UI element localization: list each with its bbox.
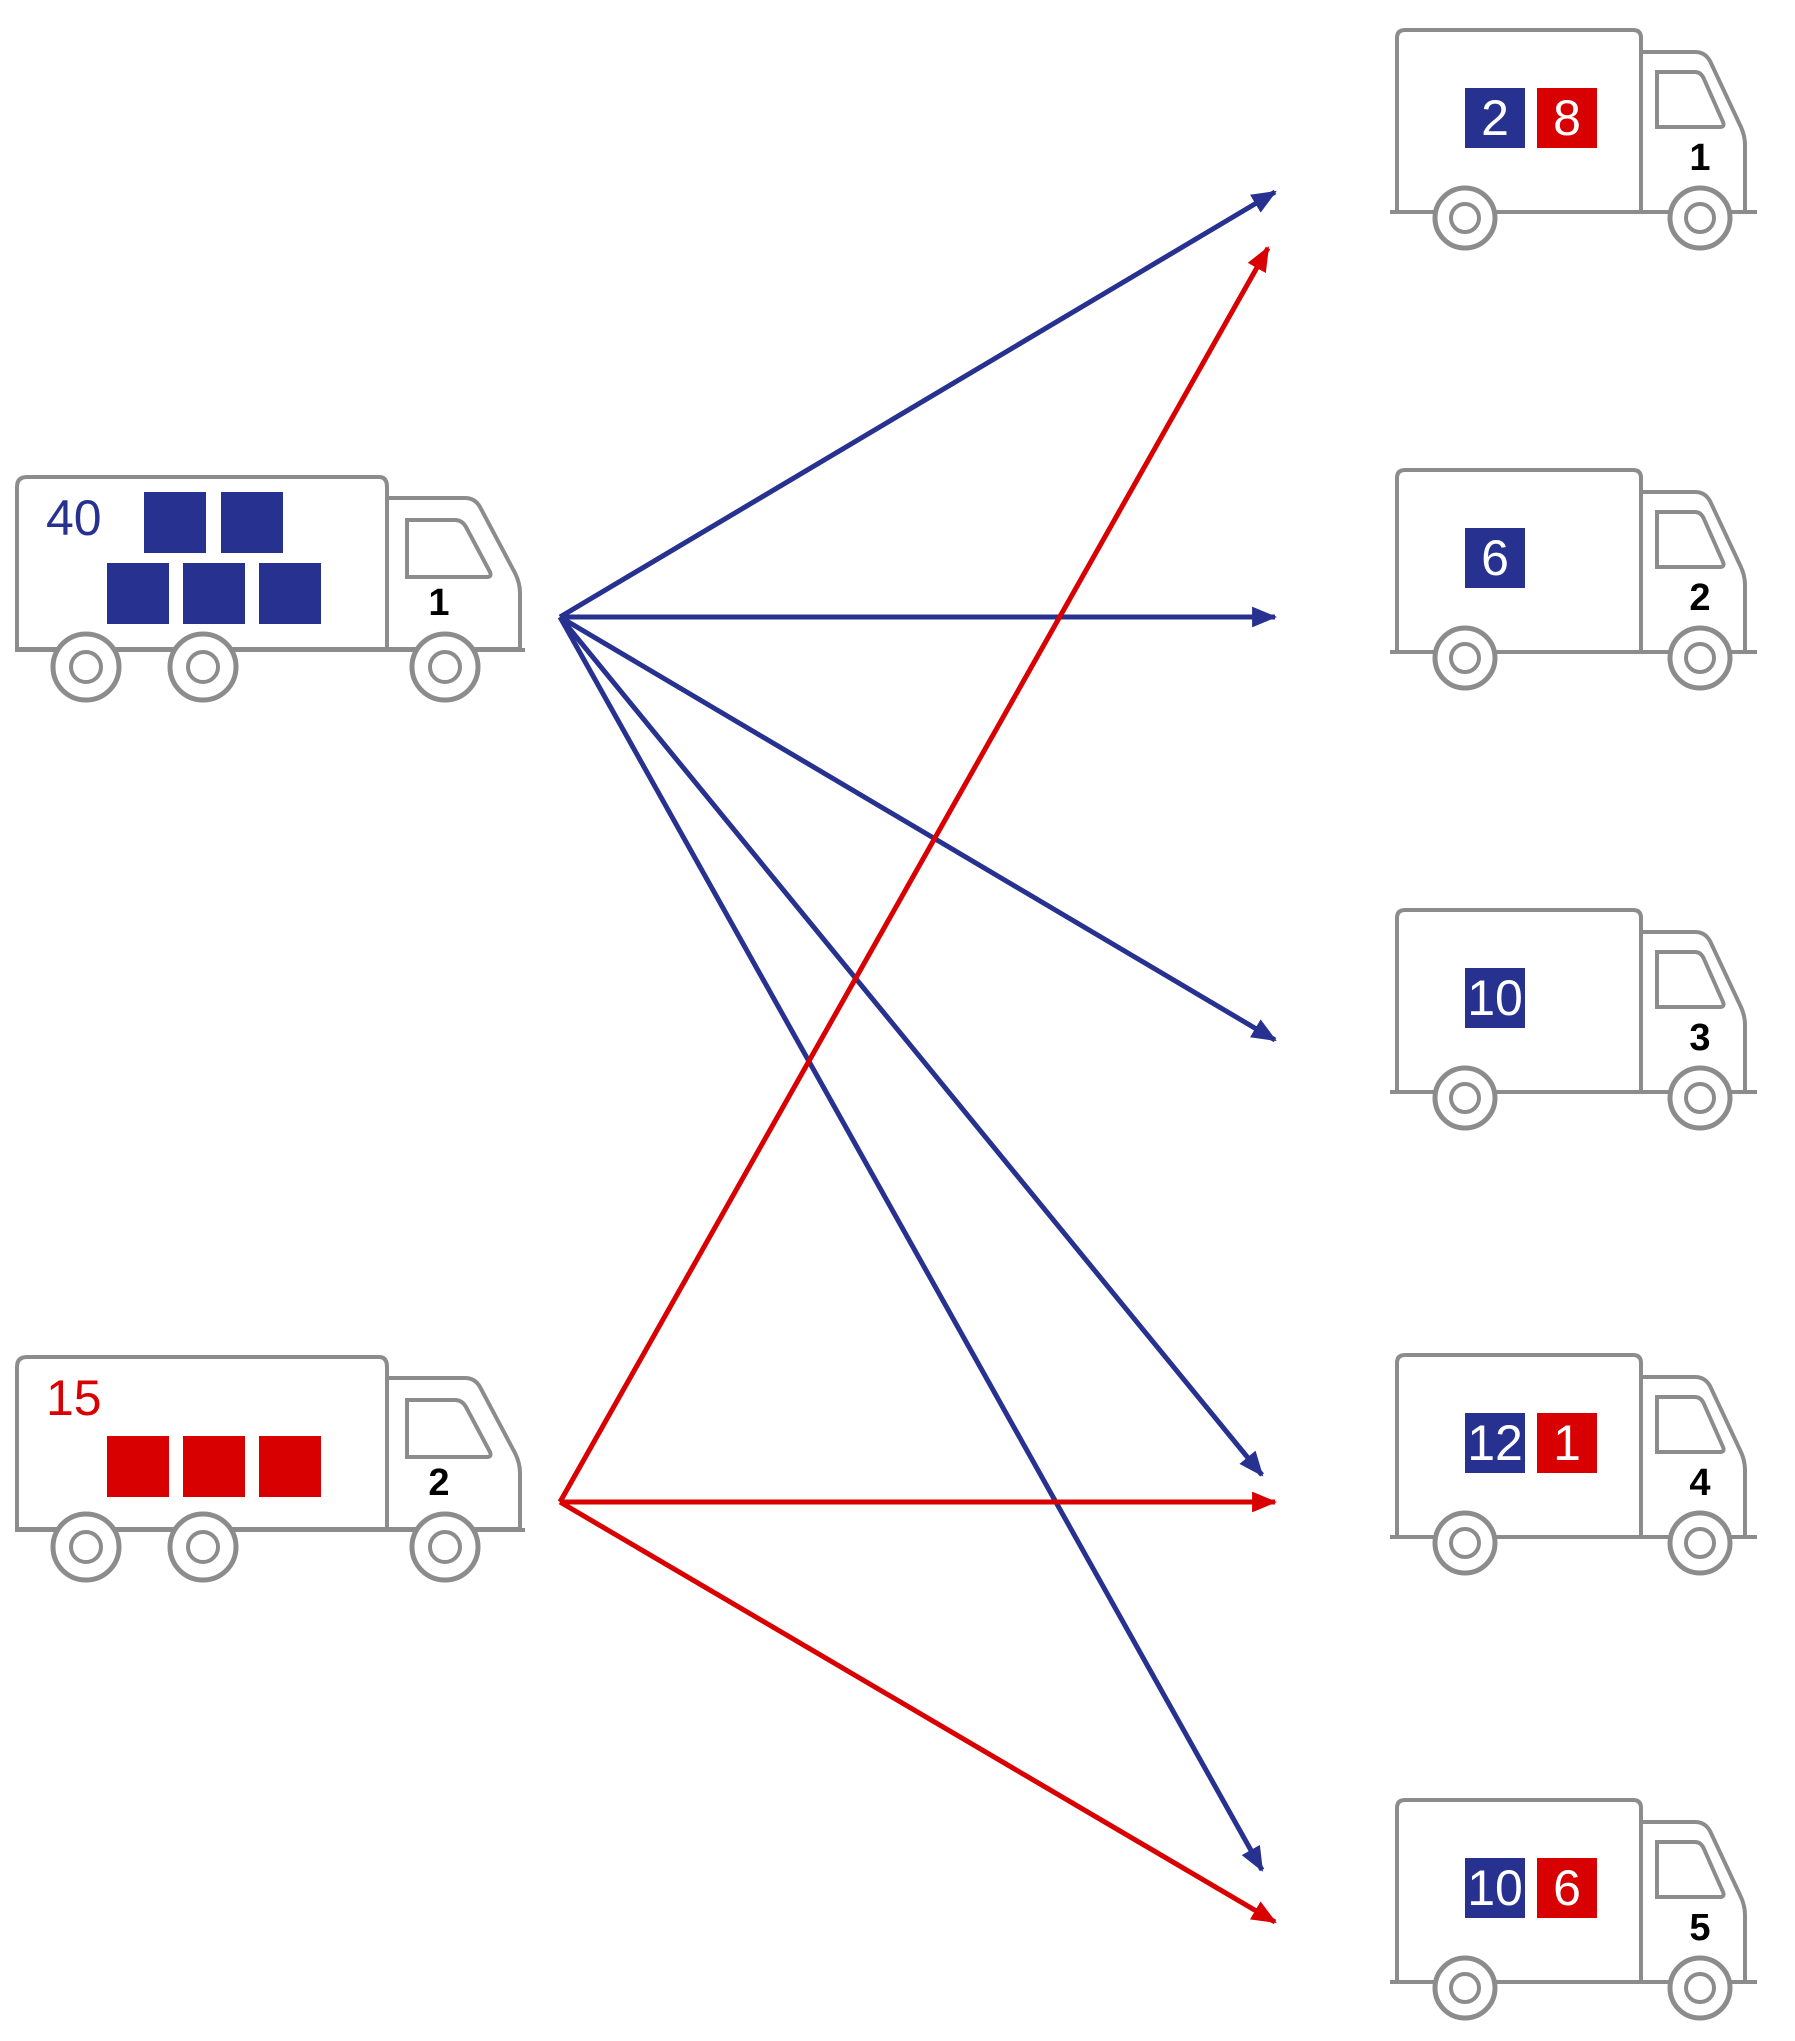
load-value: 2 [1481,90,1509,146]
truck-window [1655,1840,1726,1899]
flow-arrow-source-1-to-dest-4 [558,615,1264,1477]
truck-window [1655,70,1726,129]
truck-number: 1 [428,582,449,624]
flow-arrow-source-1-to-dest-1 [558,189,1277,620]
flow-arrows [557,189,1278,1925]
destination-truck-5: 10 6 5 [1390,1798,1757,2021]
cargo-box [107,1436,169,1497]
truck-window [405,1398,493,1459]
cargo-box [183,1436,245,1497]
source-total-label: 15 [46,1370,102,1426]
cargo-box [221,492,283,553]
truck-number: 4 [1689,1462,1710,1504]
load-value: 6 [1481,530,1509,586]
destination-truck-2: 62 [1390,468,1757,691]
load-value: 8 [1553,90,1581,146]
load-badge-product-b [1537,88,1597,148]
source-truck-2: 15 2 [15,1355,525,1583]
load-badge-product-b [1537,1413,1597,1473]
load-value: 1 [1553,1415,1581,1471]
load-badge-product-a [1465,968,1525,1028]
load-value: 6 [1553,1860,1581,1916]
load-value: 10 [1467,970,1523,1026]
truck-window [1655,510,1726,569]
load-badge-product-b [1537,1858,1597,1918]
cargo-box [259,563,321,624]
load-value: 12 [1467,1415,1523,1471]
cargo-box [107,563,169,624]
cargo-box [183,563,245,624]
flow-arrow-source-2-to-dest-5 [558,1499,1277,1925]
source-truck-1: 40 1 [15,475,525,703]
source-total-label: 40 [46,490,102,546]
load-badge-product-a [1465,88,1525,148]
flow-arrow-source-1-to-dest-5 [557,615,1265,1872]
cargo-box [259,1436,321,1497]
truck-window [1655,1395,1726,1454]
truck-number: 3 [1689,1017,1710,1059]
load-badge-product-a [1465,1858,1525,1918]
truck-window [405,518,493,579]
truck-number: 2 [428,1462,449,1504]
load-badge-product-a [1465,528,1525,588]
cargo-box [144,492,206,553]
truck-window [1655,950,1726,1009]
flow-arrow-source-2-to-dest-1 [557,246,1271,1504]
destination-truck-4: 12 1 4 [1390,1353,1757,1576]
load-badge-product-a [1465,1413,1525,1473]
truck-number: 5 [1689,1907,1710,1949]
flow-arrow-source-1-to-dest-3 [558,614,1277,1043]
truck-number: 1 [1689,137,1710,179]
load-value: 10 [1467,1860,1523,1916]
destination-truck-3: 10 3 [1390,908,1757,1131]
truck-number: 2 [1689,577,1710,619]
